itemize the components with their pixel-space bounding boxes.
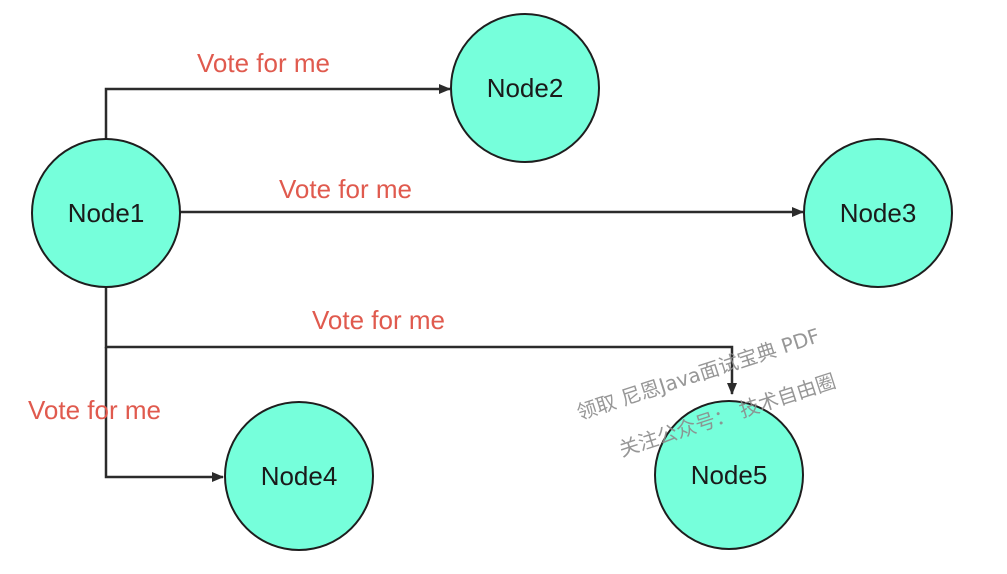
edge-label-node1-node2: Vote for me <box>197 48 330 78</box>
node-label: Node3 <box>840 198 917 228</box>
edge-node1-node2 <box>104 84 451 140</box>
node-label: Node2 <box>487 73 564 103</box>
node-circle <box>654 400 804 550</box>
edge-label-node1-node4: Vote for me <box>28 395 161 425</box>
node-circle <box>803 138 953 288</box>
node-label: Node4 <box>261 461 338 491</box>
node-circle <box>31 138 181 288</box>
node-circle <box>224 401 374 551</box>
node-node5: Node5 <box>654 400 804 550</box>
edge-node1-node4 <box>104 347 224 482</box>
node-label: Node5 <box>691 460 768 490</box>
node-circle <box>450 13 600 163</box>
edge-label-node1-node5: Vote for me <box>312 305 445 335</box>
node-node2: Node2 <box>450 13 600 163</box>
edge-label-node1-node3: Vote for me <box>279 174 412 204</box>
edges <box>104 84 804 482</box>
node-node1: Node1 <box>31 138 181 288</box>
edge-node1-node5 <box>104 287 737 395</box>
node-label: Node1 <box>68 198 145 228</box>
node-node4: Node4 <box>224 401 374 551</box>
node-node3: Node3 <box>803 138 953 288</box>
